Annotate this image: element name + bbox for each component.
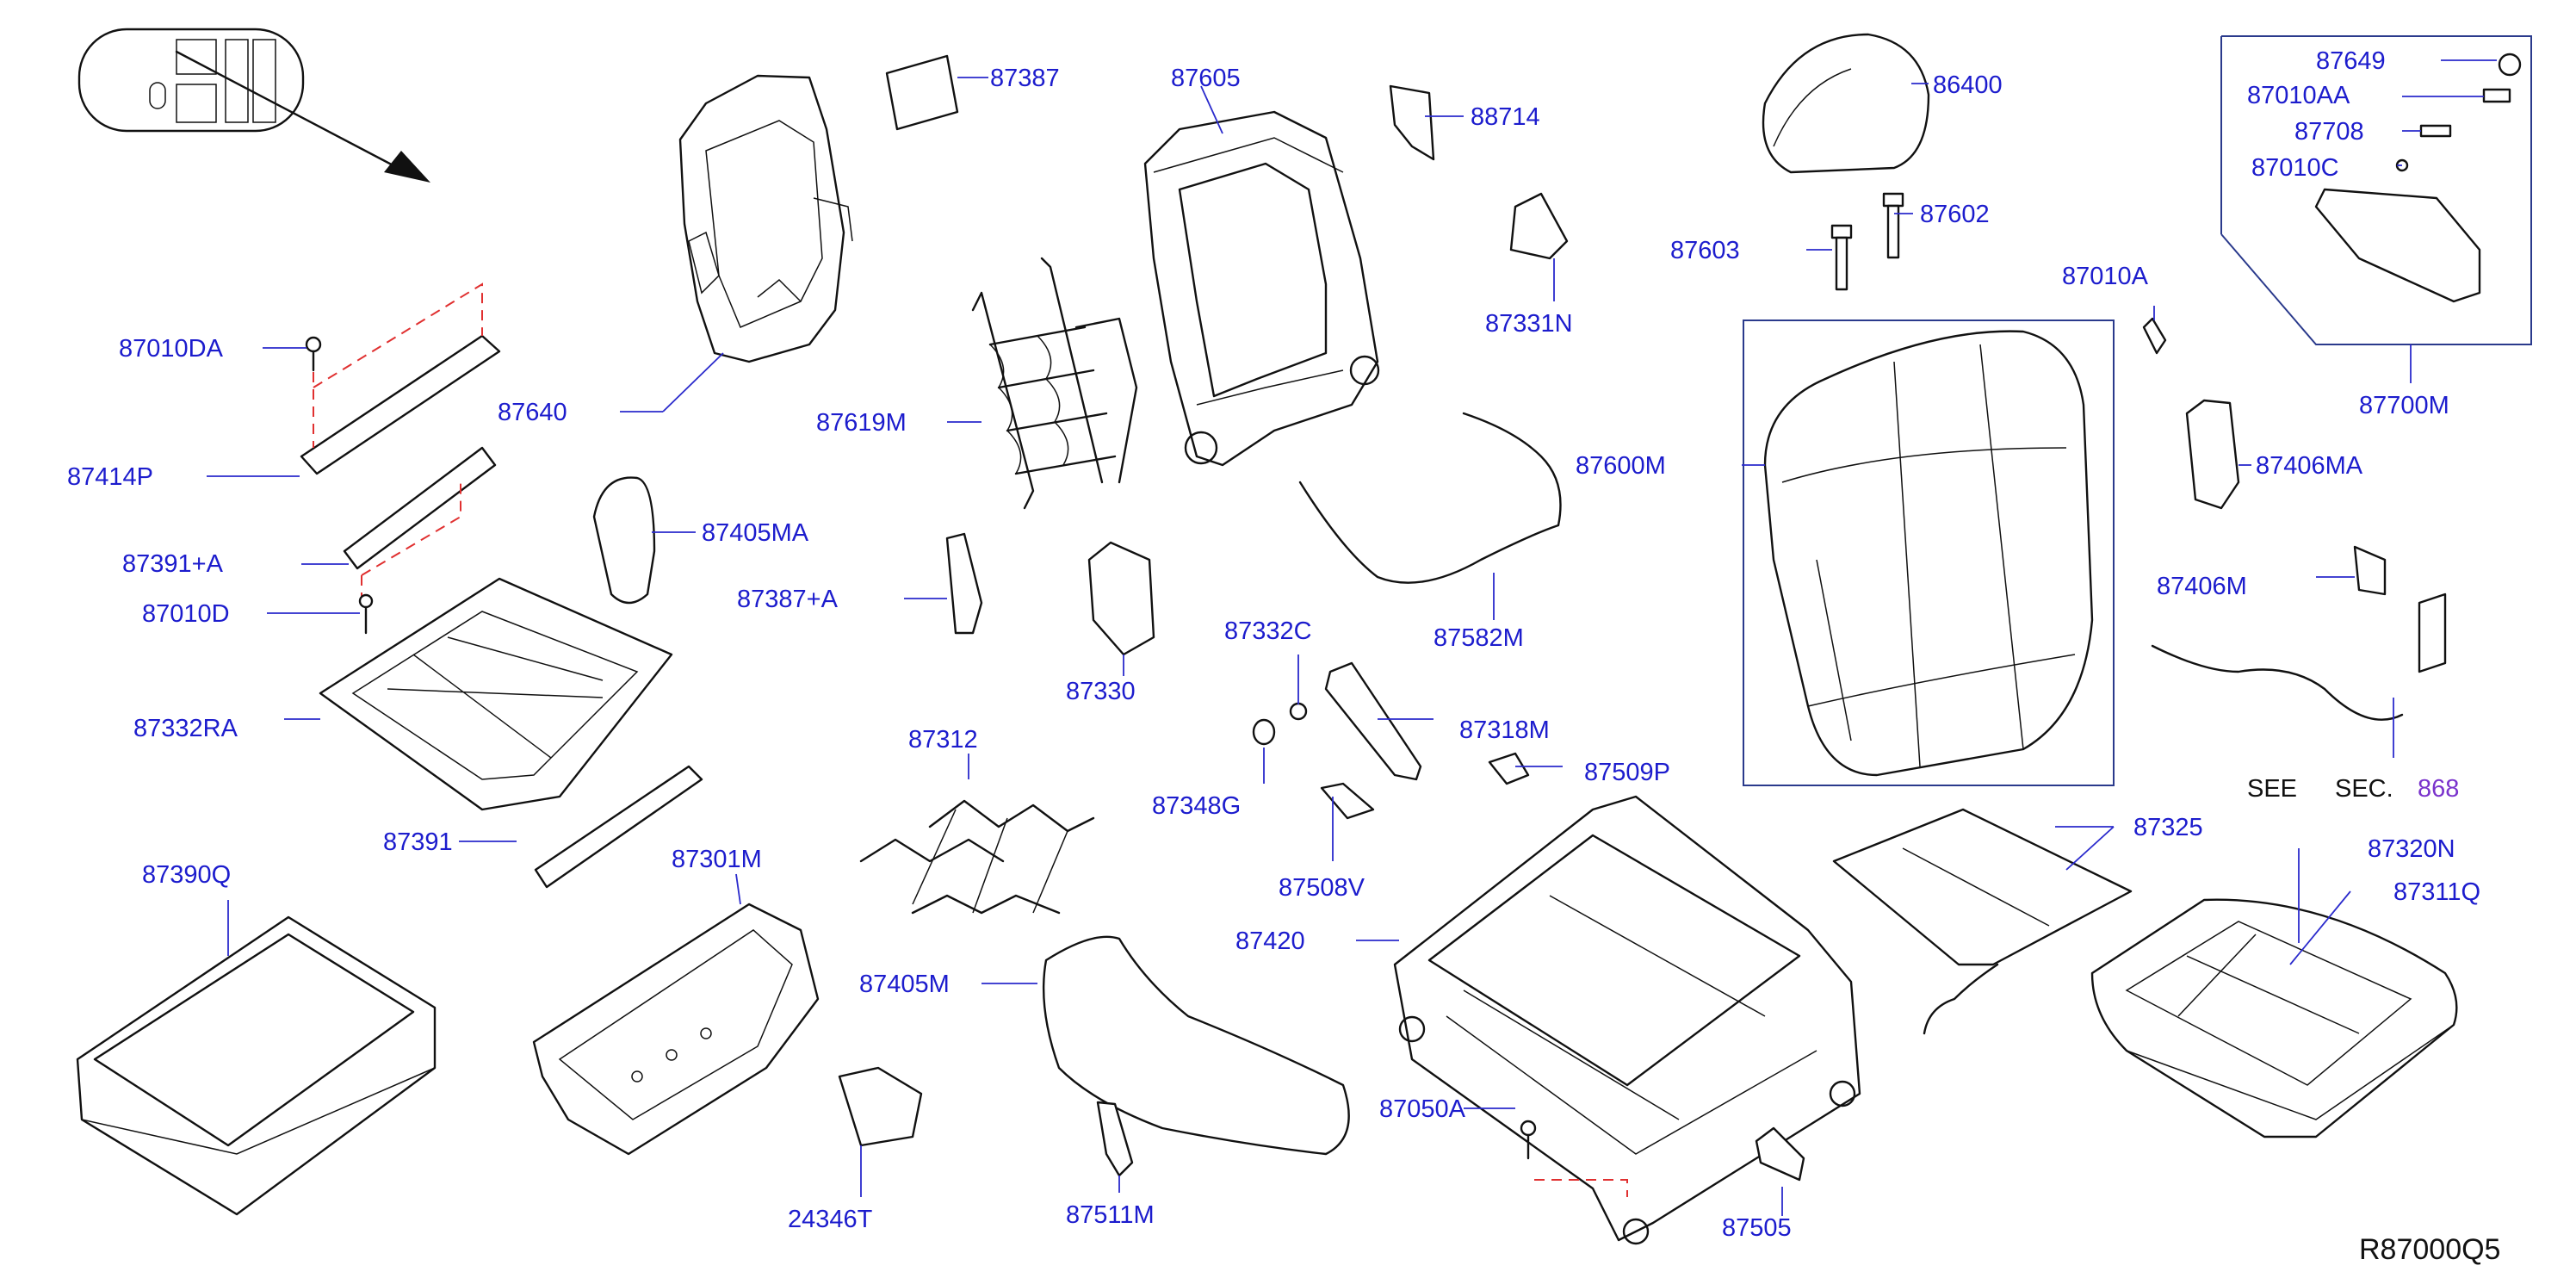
- part-87010A-bolt: [2142, 317, 2167, 355]
- label-87010DA: 87010DA: [119, 335, 224, 363]
- label-87391: 87391: [383, 828, 453, 856]
- label-87387: 87387: [990, 65, 1060, 92]
- part-87505-bracket: [1755, 1126, 1805, 1182]
- leader-lines: [207, 59, 2497, 1216]
- part-87640-seat-back-panel: [678, 74, 853, 363]
- label-87602: 87602: [1920, 201, 1990, 228]
- part-87602-headrest-guide: [1882, 192, 1904, 259]
- part-24346T-clip: [838, 1066, 923, 1147]
- label-87505: 87505: [1722, 1214, 1792, 1242]
- part-87405MA-trim: [592, 476, 656, 605]
- section-868-link[interactable]: 868: [2418, 775, 2459, 803]
- part-87582M-harness: [1298, 412, 1562, 584]
- part-86400-headrest: [1762, 33, 1930, 174]
- armrest-kit-box: [2220, 35, 2532, 345]
- label-87330: 87330: [1066, 678, 1136, 705]
- label-87010C: 87010C: [2251, 154, 2339, 182]
- label-87708: 87708: [2294, 118, 2364, 146]
- drawing-code: R87000Q5: [2359, 1233, 2500, 1266]
- part-87312-springs: [859, 799, 1095, 915]
- part-87010DA-bolt: [305, 336, 322, 372]
- part-87619M-back-spring: [971, 257, 1138, 510]
- label-87010AA: 87010AA: [2247, 82, 2350, 109]
- part-87311Q-seat-cushion-trim: [2090, 898, 2458, 1138]
- part-87406M-clip: [2353, 545, 2387, 596]
- part-87508V-bracket: [1320, 782, 1375, 820]
- label-87509P: 87509P: [1584, 759, 1670, 786]
- part-number-labels: 87387 87605 88714 86400 87649 87010AA 87…: [67, 47, 2500, 1266]
- label-87312: 87312: [908, 726, 978, 754]
- label-87603: 87603: [1670, 237, 1740, 264]
- label-87640: 87640: [498, 399, 567, 426]
- part-87600M-seat-back-trim: [1763, 330, 2094, 777]
- label-87390Q: 87390Q: [142, 861, 231, 889]
- part-87318M-lever: [1324, 661, 1422, 781]
- label-87619M: 87619M: [816, 409, 907, 437]
- part-87406MA-trim: [2185, 399, 2240, 510]
- label-87332C: 87332C: [1224, 617, 1312, 645]
- label-87391A: 87391+A: [122, 550, 224, 578]
- part-87511M-bracket: [1096, 1101, 1134, 1177]
- label-87700M: 87700M: [2359, 392, 2449, 419]
- part-87509P-bracket: [1488, 752, 1530, 785]
- label-87320N: 87320N: [2368, 835, 2455, 863]
- label-87332RA: 87332RA: [133, 715, 238, 742]
- label-87318M: 87318M: [1459, 717, 1550, 744]
- part-87391A-rail: [343, 446, 497, 570]
- label-87010A: 87010A: [2062, 263, 2149, 290]
- buckle-harness: [2151, 592, 2447, 721]
- label-87420: 87420: [1235, 927, 1305, 955]
- vehicle-orientation-icon: [77, 28, 430, 183]
- label-87301M: 87301M: [672, 846, 762, 873]
- label-87405M: 87405M: [859, 971, 950, 998]
- label-87508V: 87508V: [1279, 874, 1365, 902]
- part-87301M-seat-pan: [532, 903, 820, 1156]
- part-87414P-rail: [300, 334, 501, 475]
- label-87311Q: 87311Q: [2393, 878, 2480, 906]
- part-87387A-bracket: [945, 532, 983, 635]
- label-87605: 87605: [1171, 65, 1241, 92]
- label-87348G: 87348G: [1152, 792, 1241, 820]
- label-87406MA: 87406MA: [2256, 452, 2363, 480]
- label-24346T: 24346T: [788, 1206, 873, 1233]
- part-87331N-cover: [1509, 192, 1569, 260]
- label-87325: 87325: [2133, 814, 2203, 841]
- label-87649: 87649: [2316, 47, 2386, 75]
- label-87050A: 87050A: [1379, 1095, 1466, 1123]
- seat-back-trim-box: [1743, 320, 2115, 786]
- label-86400: 86400: [1933, 71, 2003, 99]
- label-87414P: 87414P: [67, 463, 153, 491]
- label-87406M: 87406M: [2157, 573, 2247, 600]
- label-87582M: 87582M: [1434, 624, 1524, 652]
- part-87050A-bolt: [1520, 1120, 1537, 1160]
- part-87330-cover: [1087, 541, 1155, 656]
- part-87603-headrest-guide: [1830, 224, 1853, 291]
- label-87387A: 87387+A: [737, 586, 839, 613]
- part-87420-seat-frame: [1393, 795, 1861, 1245]
- label-87511M: 87511M: [1066, 1201, 1155, 1229]
- part-87325-heater-pad: [1832, 808, 2133, 1035]
- sec-label: SEC.: [2335, 775, 2393, 803]
- part-88714-bracket: [1389, 84, 1435, 161]
- part-87390Q-seat-tray: [76, 915, 437, 1216]
- label-87405MA: 87405MA: [702, 519, 809, 547]
- label-87010D: 87010D: [142, 600, 230, 628]
- part-87348G-washer: [1252, 718, 1276, 746]
- label-87331N: 87331N: [1485, 310, 1573, 338]
- part-87405M-side-finisher: [1042, 935, 1350, 1156]
- see-label: SEE: [2247, 775, 2297, 803]
- part-87387-pad: [885, 54, 959, 131]
- part-87332RA-heater-mat: [319, 577, 673, 811]
- label-88714: 88714: [1471, 103, 1540, 131]
- part-87391-rail: [534, 765, 703, 889]
- part-87010D-screw: [358, 593, 374, 635]
- part-87605-seat-back-frame: [1143, 110, 1380, 467]
- label-87600M: 87600M: [1576, 452, 1666, 480]
- part-87332C-screw: [1289, 655, 1308, 721]
